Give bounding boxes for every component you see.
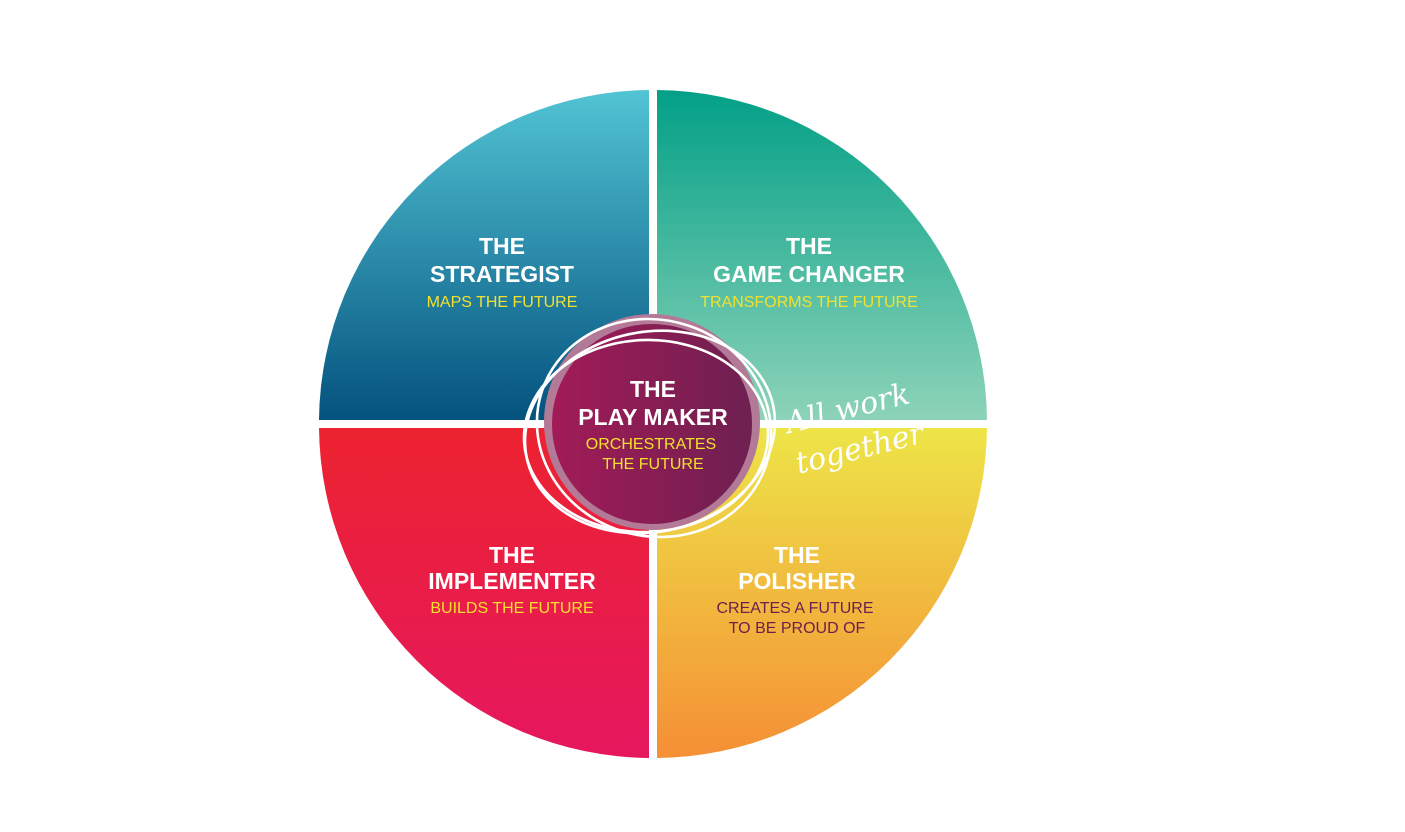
game-changer-title-line1: THE [786, 233, 832, 259]
polisher-subtitle-line1: CREATES A FUTURE [716, 600, 873, 617]
strategist-title-line2: STRATEGIST [430, 261, 574, 287]
center-subtitle-line2: THE FUTURE [602, 456, 703, 473]
quadrant-game-changer [657, 90, 987, 420]
polisher-subtitle-line2: TO BE PROUD OF [729, 620, 866, 637]
polisher-title-line2: POLISHER [738, 568, 856, 594]
center-subtitle-line1: ORCHESTRATES [586, 436, 716, 453]
strategist-subtitle: MAPS THE FUTURE [427, 294, 578, 311]
center-title-line1: THE [630, 376, 676, 402]
scribble-ring [522, 317, 777, 539]
quadrant-polisher [657, 428, 987, 758]
strategist-title-line1: THE [479, 233, 525, 259]
center-disc [552, 324, 752, 524]
implementer-title-line1: THE [489, 542, 535, 568]
implementer-subtitle: BUILDS THE FUTURE [430, 600, 593, 617]
center-title-line2: PLAY MAKER [578, 404, 728, 430]
implementer-title-line2: IMPLEMENTER [428, 568, 596, 594]
game-changer-subtitle: TRANSFORMS THE FUTURE [700, 294, 917, 311]
polisher-title-line1: THE [774, 542, 820, 568]
game-changer-title-line2: GAME CHANGER [713, 261, 905, 287]
quadrant-strategist [319, 90, 649, 420]
